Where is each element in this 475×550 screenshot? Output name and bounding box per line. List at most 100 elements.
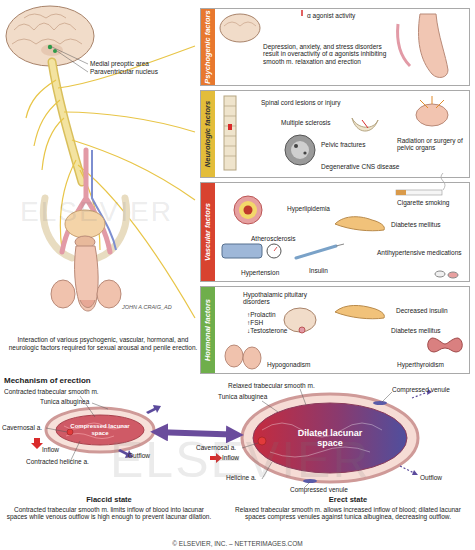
vascular-art-part: [335, 217, 384, 231]
vascular-art-part: [267, 244, 281, 258]
psychogenic-art: [220, 10, 448, 77]
node-text: Hyperthyroidism: [397, 361, 469, 368]
flaccid-section-part: [67, 429, 73, 435]
node-text: Decreased insulin: [396, 307, 466, 314]
neurologic-art-part: [420, 96, 444, 108]
factor-band: Vascular factorsHyperlipidemiaCigarette …: [200, 182, 470, 282]
psychogenic-art-part: [398, 24, 410, 66]
node-text: Atherosclerosis: [251, 235, 331, 242]
node-text: Compressed lacunar space: [70, 423, 130, 437]
flaccid-section-part: [146, 405, 161, 414]
label-text: Outflow: [420, 474, 470, 481]
spinal-cord-part: [52, 62, 82, 182]
node-text: Diabetes mellitus: [391, 327, 469, 334]
psychogenic-art-part: [301, 10, 303, 16]
node-text: ↓Testosterone: [247, 327, 317, 334]
node-text: Cigarette smoking: [397, 199, 469, 206]
vascular-art-part: [234, 196, 262, 224]
flaccid-section-part: [31, 438, 43, 449]
label-text: Relaxed trabecular smooth m.: [228, 382, 368, 389]
label-text: Contracted trabecular smooth m.: [4, 388, 144, 395]
brain-illustration-part: [53, 49, 57, 53]
label-text: Contracted trabecular smooth m. limits i…: [4, 506, 214, 521]
label-text: Paraventricular nucleus: [90, 68, 190, 75]
pelvic-anatomy-part: [97, 280, 121, 308]
cross-section: Dilated lacunar space: [242, 394, 418, 482]
node-text: ↑Prolactin: [247, 311, 307, 318]
vascular-art-part: [396, 190, 406, 195]
node-text: ↑FSH: [247, 319, 297, 326]
hormonal-art-part: [335, 305, 384, 318]
node-text: Pelvic fractures: [321, 141, 391, 148]
neurologic-art-part: [303, 151, 306, 154]
factor-band: Hormonal factorsHypothalamic pituitary d…: [200, 286, 470, 374]
neurologic-art: [224, 96, 448, 170]
node-text: Insulin: [309, 267, 349, 274]
label-text: © ELSEVIER, INC. – NETTERIMAGES.COM: [0, 540, 475, 547]
vascular-art-part: [244, 206, 253, 215]
pelvic-anatomy-part: [80, 300, 95, 308]
brain-illustration-part: [12, 14, 82, 44]
node-text: Hypertension: [241, 269, 301, 276]
watermark: ELSEVIER: [20, 196, 190, 228]
vascular-art-part: [435, 271, 445, 277]
brain-illustration-part: [6, 6, 94, 66]
neurologic-art-part: [224, 106, 236, 156]
neurologic-art-part: [416, 104, 448, 126]
label-text: Cavernosal a.: [2, 424, 48, 431]
node-text: Spinal cord lesions or injury: [261, 99, 371, 106]
node-text: Radiation or surgery of pelvic organs: [397, 137, 467, 152]
factor-band: Psychogenic factors α agonist activityDep…: [200, 8, 470, 86]
node-text: Dilated lacunar space: [290, 428, 370, 449]
label-text: Inflow: [222, 454, 262, 461]
pelvic-anatomy: [43, 150, 126, 311]
neurologic-art-part: [352, 118, 378, 131]
cross-section: Compressed lacunar space: [48, 410, 152, 450]
vascular-art-part: [239, 201, 257, 219]
vascular-art-part: [336, 244, 344, 246]
label-text: Contracted helicine a.: [26, 458, 126, 465]
hormonal-art-part: [299, 327, 305, 333]
vascular-art-part: [296, 246, 336, 258]
label-text: Compressed venule: [290, 486, 370, 493]
node-text: Degenerative CNS disease: [321, 163, 431, 170]
node-text: α agonist activity: [307, 12, 417, 19]
label-text: Medial preoptic area: [90, 60, 180, 67]
neurologic-art-part: [291, 141, 309, 159]
psychogenic-art-part: [220, 14, 260, 42]
erect-section-part: [412, 470, 418, 475]
label-text: Flaccid state: [4, 496, 214, 505]
hormonal-art-part: [225, 345, 243, 367]
neurologic-art-part: [294, 144, 298, 148]
vascular-art-part: [274, 247, 277, 251]
neurologic-art-part: [228, 124, 232, 130]
label-text: JOHN A.CRAIG_AD: [122, 304, 192, 310]
vascular-art-part: [396, 190, 442, 195]
vascular-art-part: [448, 272, 458, 278]
erect-section-part: [400, 466, 414, 473]
pelvic-anatomy-part: [75, 246, 99, 311]
spinal-cord-part: [52, 62, 82, 182]
psychogenic-art-part: [419, 14, 449, 77]
neurologic-art-part: [224, 96, 236, 170]
node-text: Hypogonadism: [267, 361, 337, 368]
node-text: Hyperlipidemia: [287, 205, 367, 212]
label-text: Erect state: [225, 496, 471, 505]
band-heading: Hormonal factors: [201, 287, 215, 373]
label-text: Inflow: [42, 446, 82, 453]
label-text: Helicine a.: [226, 474, 286, 481]
node-text: Multiple sclerosis: [281, 119, 371, 126]
label-text: Cavernosal a.: [196, 444, 244, 451]
neurologic-art-part: [285, 135, 315, 165]
node-text: Diabetes mellitus: [391, 221, 469, 228]
figure-caption: Interaction of various psychogenic, vasc…: [8, 336, 198, 352]
band-heading: Psychogenic factors: [201, 9, 215, 85]
hormonal-art-part: [243, 347, 261, 369]
pelvic-anatomy-part: [51, 280, 75, 308]
label-text: Outflow: [128, 452, 168, 459]
node-text: Depression, anxiety, and stress disorder…: [263, 43, 391, 65]
psychogenic-art-part: [224, 22, 256, 26]
brain-illustration-part: [48, 45, 52, 49]
hormonal-art-part: [428, 338, 463, 352]
